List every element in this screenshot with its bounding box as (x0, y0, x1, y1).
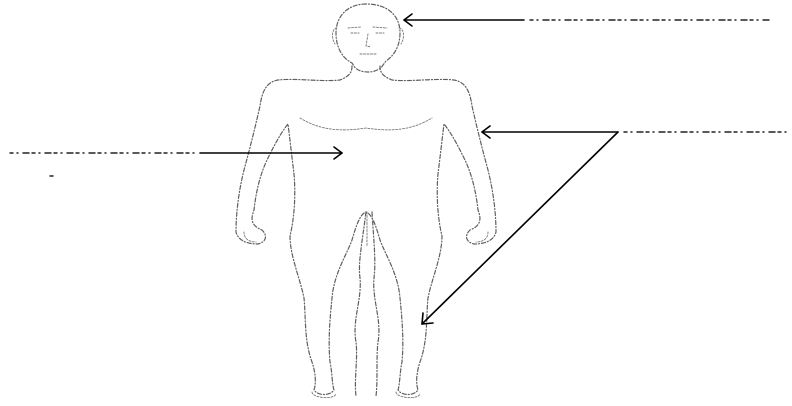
right-hand (476, 232, 488, 242)
left-hand (244, 232, 256, 242)
body-contour (236, 66, 496, 395)
leg-arrow-line (422, 132, 618, 324)
chest-line (300, 118, 432, 130)
body-outline (236, 4, 496, 398)
head-outline (336, 4, 400, 72)
label-arrows (10, 14, 790, 324)
right-foot (396, 392, 420, 398)
inner-leg-line (355, 212, 366, 396)
eyebrows (348, 27, 387, 28)
inner-leg-line-right (372, 212, 379, 396)
nose (366, 34, 371, 47)
